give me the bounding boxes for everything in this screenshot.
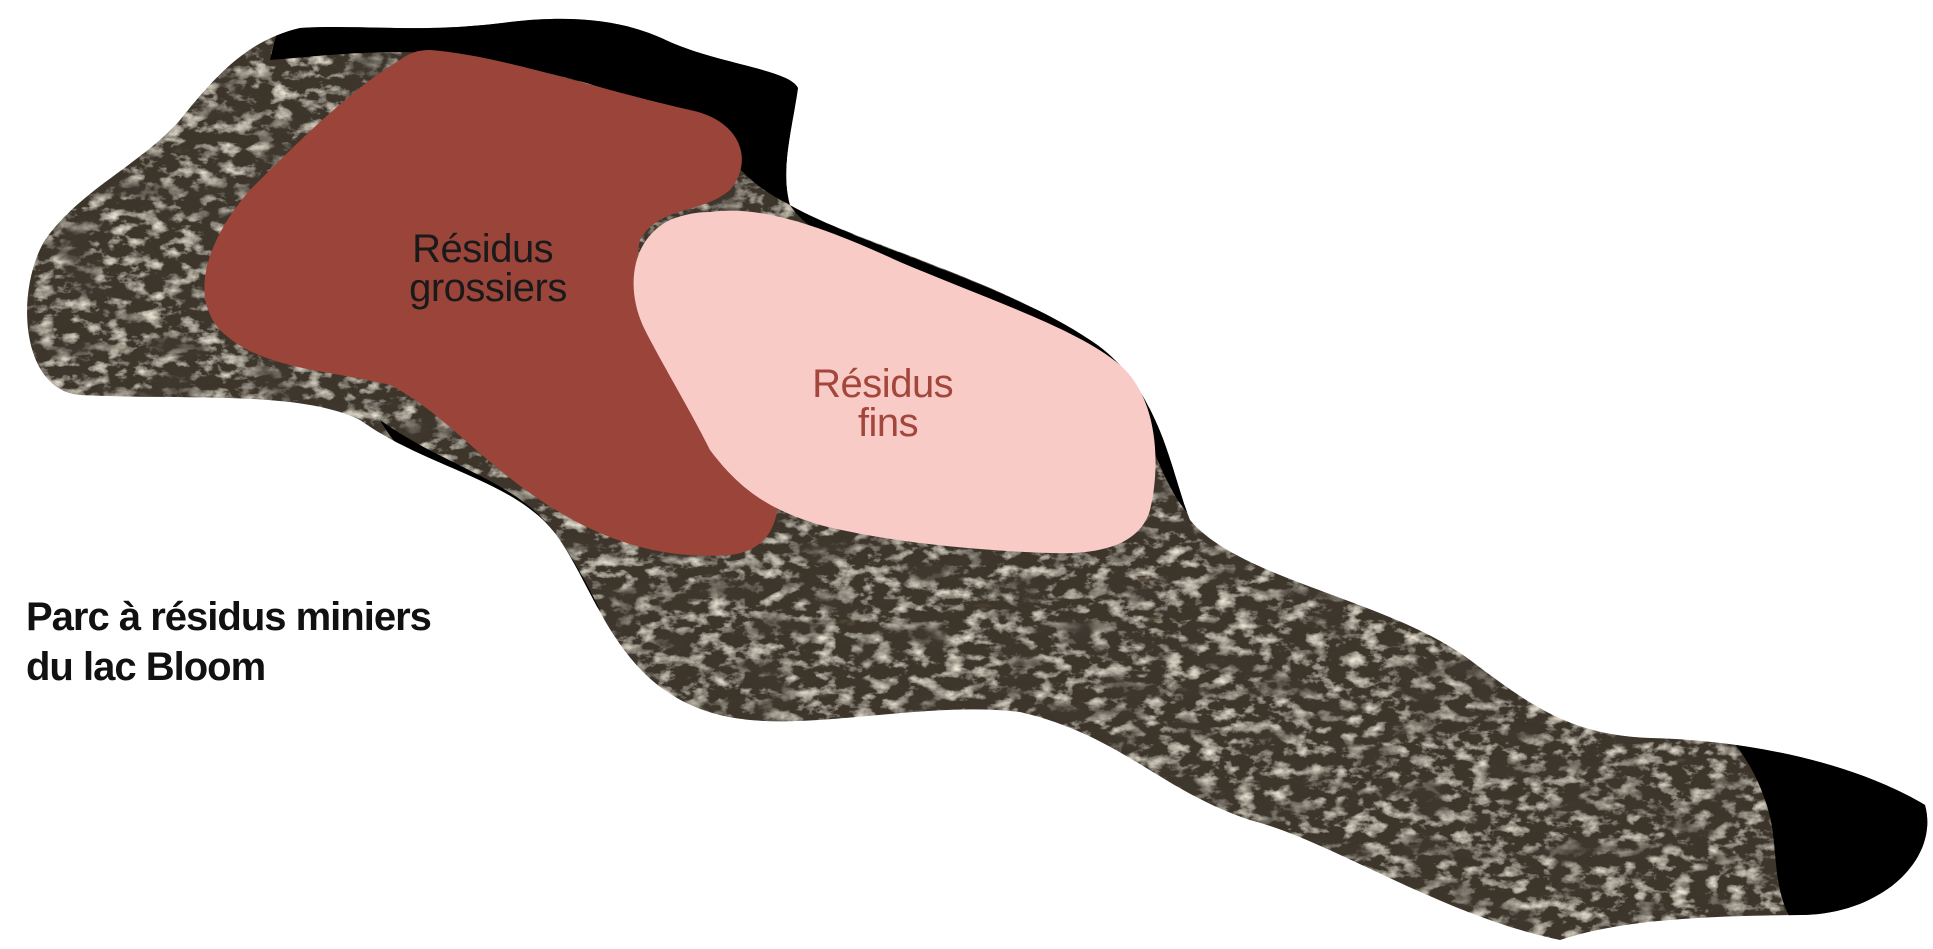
fine-label-line2: fins (858, 401, 918, 445)
coarse-tailings-label: Résidus grossiers (409, 227, 567, 310)
title-line1: Parc à résidus miniers (26, 592, 546, 642)
fine-label-line1: Résidus (812, 362, 953, 406)
title-line2: du lac Bloom (26, 642, 546, 692)
coarse-label-line2: grossiers (409, 266, 567, 310)
coarse-label-line1: Résidus (412, 227, 553, 271)
diagram-title: Parc à résidus miniers du lac Bloom (26, 592, 546, 692)
